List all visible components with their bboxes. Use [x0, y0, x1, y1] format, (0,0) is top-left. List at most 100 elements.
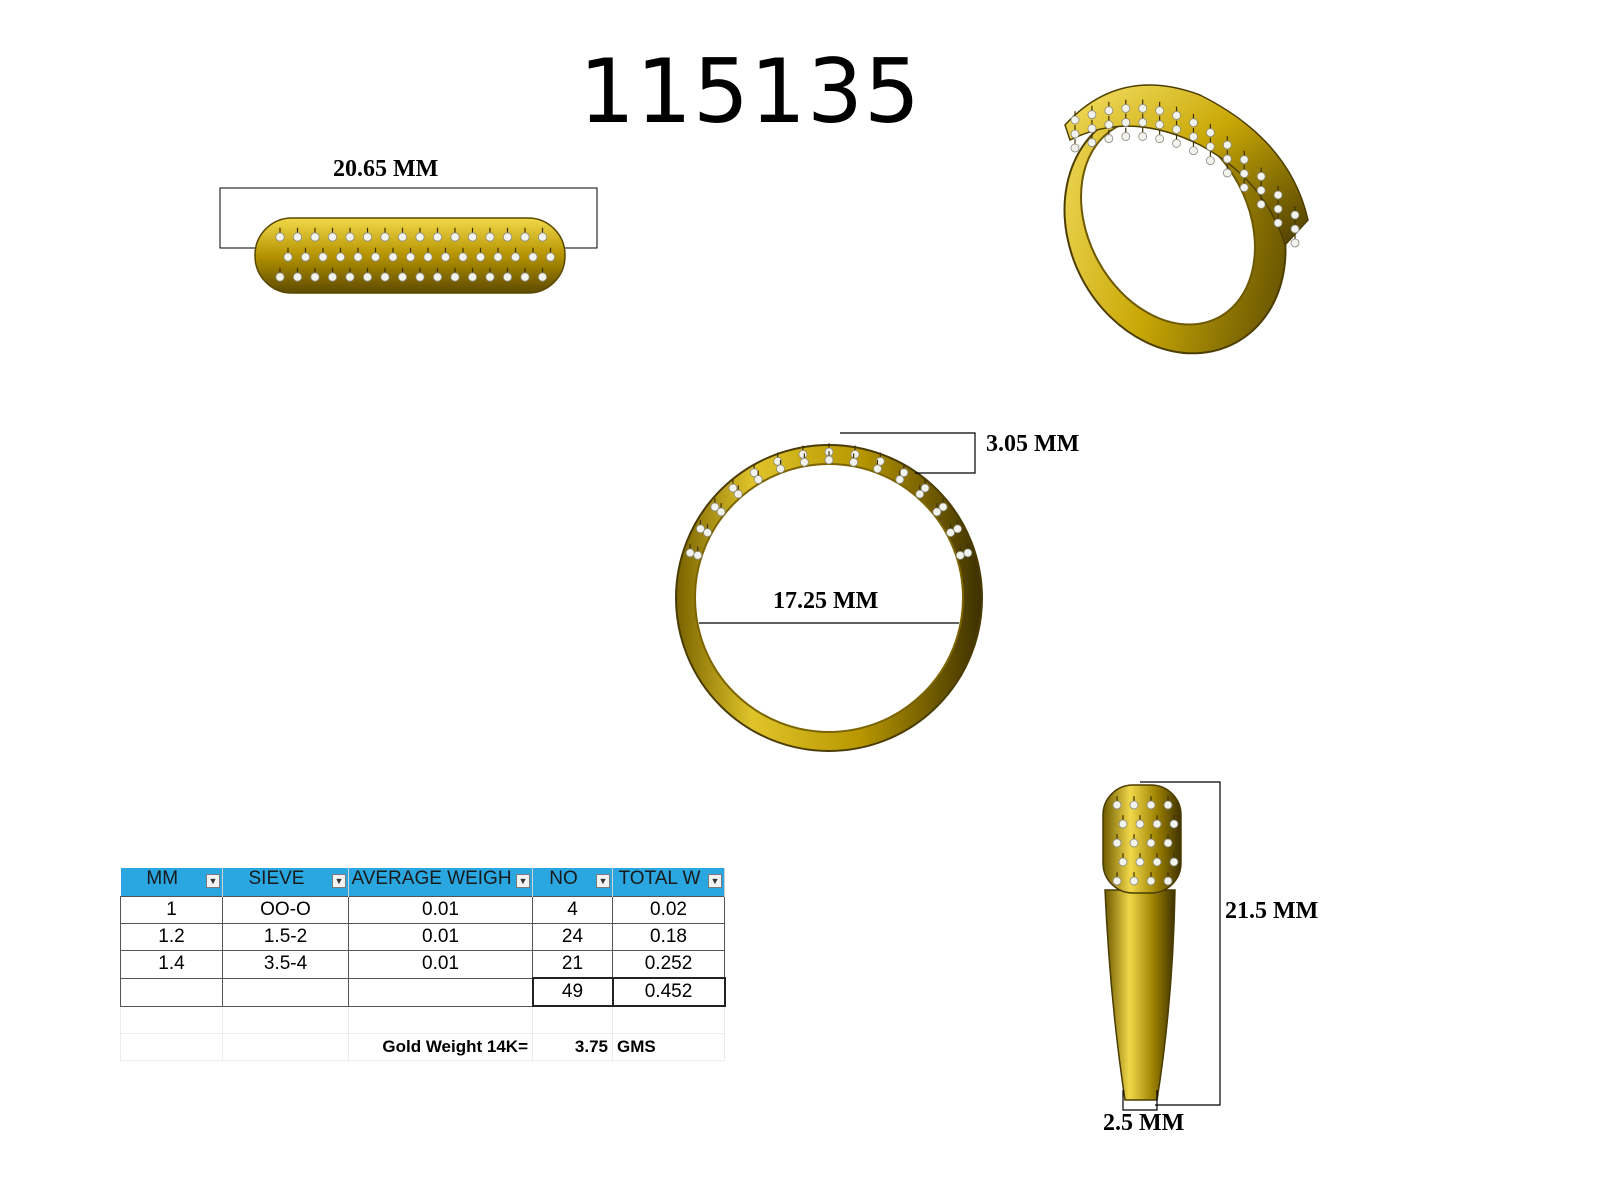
total-stone-count[interactable]: 49	[531, 977, 614, 1007]
diamond	[703, 528, 712, 538]
cell-total-weight[interactable]: 0.252	[612, 950, 725, 979]
stone-spec-table: MM▼ SIEVE▼ AVERAGE WEIGH▼ NO▼ TOTAL W▼ 1…	[120, 868, 726, 1061]
diamond	[397, 232, 408, 242]
column-header-average-weight[interactable]: AVERAGE WEIGH▼	[348, 868, 533, 897]
cell-average-weight[interactable]: 0.01	[348, 923, 533, 951]
cell-empty[interactable]	[222, 977, 349, 1007]
diamond	[1087, 138, 1097, 147]
cell-no[interactable]: 24	[532, 923, 613, 951]
head-height-dimension-line	[840, 432, 976, 474]
cell-empty[interactable]	[120, 1005, 223, 1034]
gold-weight-value[interactable]: 3.75	[532, 1033, 613, 1061]
diamond	[310, 232, 320, 242]
shank-width-dimension-line	[1122, 1090, 1158, 1111]
cell-empty[interactable]	[222, 1033, 349, 1061]
diamond	[335, 252, 346, 262]
diamond	[458, 252, 468, 262]
cell-empty[interactable]	[348, 977, 533, 1007]
diamond	[467, 232, 478, 242]
diamond	[440, 252, 451, 262]
cell-empty[interactable]	[120, 1033, 223, 1061]
diamond	[1189, 132, 1198, 142]
diamond	[1205, 128, 1215, 138]
diamond	[1172, 111, 1181, 120]
diamond	[873, 464, 882, 474]
diamond	[362, 232, 373, 242]
diamond	[953, 524, 962, 534]
diamond	[300, 252, 311, 262]
total-stone-weight[interactable]: 0.452	[611, 977, 726, 1007]
cell-mm[interactable]: 1	[120, 896, 223, 924]
gold-weight-unit[interactable]: GMS	[612, 1033, 725, 1061]
diamond	[475, 252, 486, 262]
cell-sieve[interactable]: 3.5-4	[222, 950, 349, 979]
pave-diamonds	[685, 443, 973, 560]
diamond	[380, 232, 390, 242]
cell-mm[interactable]: 1.4	[120, 950, 223, 979]
diamond	[1087, 124, 1097, 133]
cell-average-weight[interactable]: 0.01	[348, 950, 533, 979]
column-header-sieve[interactable]: SIEVE▼	[222, 868, 349, 897]
cell-no[interactable]: 21	[532, 950, 613, 979]
cell-average-weight[interactable]: 0.01	[348, 896, 533, 924]
diamond	[380, 272, 390, 282]
cell-empty[interactable]	[532, 1005, 613, 1034]
diamond	[1155, 120, 1165, 130]
diamond	[776, 464, 785, 474]
diamond	[327, 232, 338, 242]
diamond	[1146, 800, 1156, 810]
column-header-mm[interactable]: MM▼	[120, 868, 223, 897]
filter-sorted-icon[interactable]: ▼	[596, 874, 610, 888]
diamond	[1273, 204, 1283, 214]
cell-empty[interactable]	[612, 1005, 725, 1034]
inner-diameter-label: 17.25 MM	[773, 588, 879, 614]
diamond	[353, 252, 363, 262]
cell-no[interactable]: 4	[532, 896, 613, 924]
cell-sieve[interactable]: OO-O	[222, 896, 349, 924]
diamond	[920, 483, 930, 493]
diamond	[1135, 857, 1145, 867]
diamond	[1163, 876, 1173, 886]
cell-total-weight[interactable]: 0.02	[612, 896, 725, 924]
cell-mm[interactable]: 1.2	[120, 923, 223, 951]
ring-top-view	[219, 187, 598, 294]
diamond	[932, 507, 942, 517]
diamond	[1189, 146, 1198, 156]
diamond	[415, 272, 425, 282]
diamond	[318, 252, 328, 262]
diamond	[345, 272, 355, 282]
diamond	[1172, 139, 1181, 148]
totals-row: 49 0.452	[120, 977, 726, 1007]
ring-front-view	[675, 432, 983, 752]
column-header-total-weight[interactable]: TOTAL W▼	[612, 868, 725, 897]
gold-weight-label[interactable]: Gold Weight 14K=	[348, 1033, 533, 1061]
diamond	[1222, 154, 1232, 164]
diamond	[1239, 183, 1249, 193]
cell-empty[interactable]	[120, 977, 223, 1007]
cell-empty[interactable]	[348, 1005, 533, 1034]
column-header-no[interactable]: NO▼	[532, 868, 613, 897]
diamond	[1163, 838, 1173, 848]
diamond	[467, 272, 478, 282]
diamond	[275, 272, 285, 282]
filter-dropdown-icon[interactable]: ▼	[332, 874, 346, 888]
diamond	[1112, 800, 1122, 810]
side-height-label: 21.5 MM	[1225, 898, 1319, 924]
filter-dropdown-icon[interactable]: ▼	[516, 874, 530, 888]
diamond	[1070, 129, 1080, 139]
filter-dropdown-icon[interactable]: ▼	[708, 874, 722, 888]
diamond	[432, 272, 443, 282]
diamond	[798, 449, 808, 459]
diamond	[1256, 171, 1266, 181]
diamond	[1290, 224, 1300, 234]
diamond	[1104, 106, 1114, 116]
design-number: 115135	[579, 40, 921, 143]
filter-dropdown-icon[interactable]: ▼	[206, 874, 220, 888]
cell-empty[interactable]	[222, 1005, 349, 1034]
cell-total-weight[interactable]: 0.18	[612, 923, 725, 951]
diamond	[710, 502, 720, 512]
diamond	[1256, 199, 1266, 209]
diamond	[1135, 819, 1145, 829]
diamond	[520, 232, 530, 242]
cell-sieve[interactable]: 1.5-2	[222, 923, 349, 951]
